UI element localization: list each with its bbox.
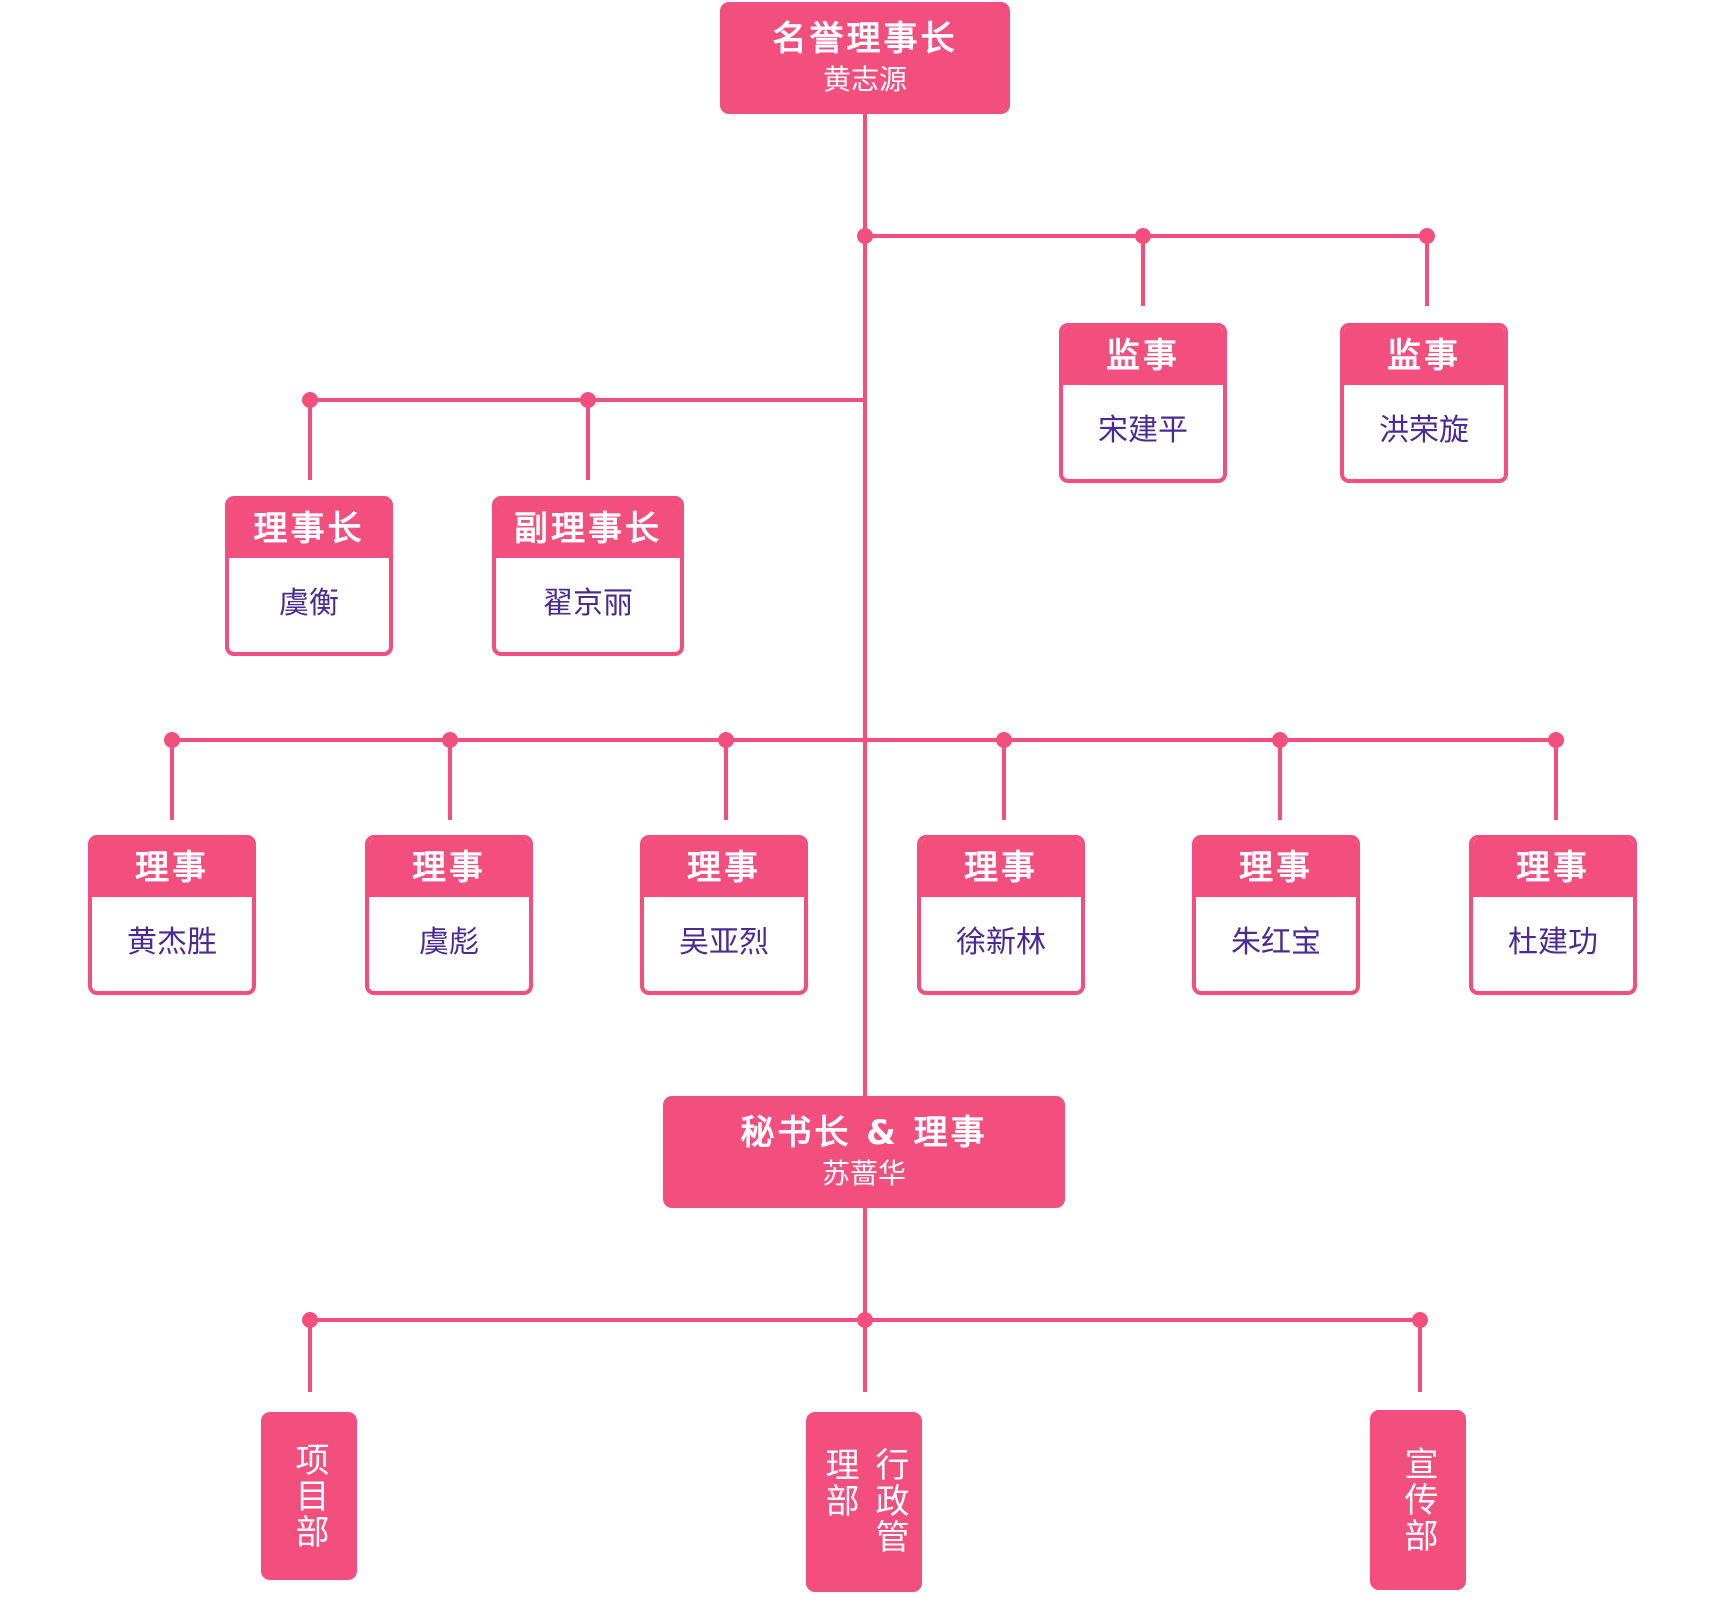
supervisor-name: 洪荣旋	[1379, 413, 1469, 448]
director-name: 虞彪	[419, 925, 479, 960]
vice-chairman-name: 翟京丽	[543, 586, 633, 621]
vice-chairman-title: 副理事长	[496, 500, 680, 558]
chairman-title: 理事长	[229, 500, 389, 558]
director-card-1: 理事 黄杰胜	[88, 835, 256, 995]
director-name: 吴亚烈	[679, 925, 769, 960]
director-name: 朱红宝	[1231, 925, 1321, 960]
supervisor-title: 监事	[1344, 327, 1504, 385]
vice-chairman-card: 副理事长 翟京丽	[492, 496, 684, 656]
chairman-card: 理事长 虞衡	[225, 496, 393, 656]
junction-dot	[580, 392, 596, 408]
junction-dot	[1135, 228, 1151, 244]
director-card-3: 理事 吴亚烈	[640, 835, 808, 995]
director-card-6: 理事 杜建功	[1469, 835, 1637, 995]
department-project: 项目部	[261, 1412, 357, 1580]
director-name: 黄杰胜	[127, 925, 217, 960]
junction-dot	[302, 392, 318, 408]
department-label: 行政管理部	[819, 1447, 909, 1555]
department-admin: 行政管理部	[806, 1412, 922, 1592]
department-publicity: 宣传部	[1370, 1410, 1466, 1590]
director-card-5: 理事 朱红宝	[1192, 835, 1360, 995]
department-label: 项目部	[289, 1442, 329, 1550]
secretary-title: 秘书长 & 理事	[740, 1113, 988, 1153]
junction-dot	[442, 732, 458, 748]
junction-dot	[996, 732, 1012, 748]
junction-dot	[718, 732, 734, 748]
junction-dot	[164, 732, 180, 748]
director-name: 徐新林	[956, 925, 1046, 960]
supervisor-name: 宋建平	[1098, 413, 1188, 448]
director-title: 理事	[1473, 839, 1633, 897]
supervisor-card-1: 监事 宋建平	[1059, 323, 1227, 483]
honorary-chairman-box: 名誉理事长 黄志源	[720, 2, 1010, 114]
department-label: 宣传部	[1398, 1446, 1438, 1554]
supervisor-card-2: 监事 洪荣旋	[1340, 323, 1508, 483]
junction-dot	[1272, 732, 1288, 748]
director-title: 理事	[921, 839, 1081, 897]
junction-dot	[857, 1312, 873, 1328]
director-title: 理事	[644, 839, 804, 897]
junction-dot	[302, 1312, 318, 1328]
director-title: 理事	[369, 839, 529, 897]
junction-dot	[1412, 1312, 1428, 1328]
honorary-title: 名誉理事长	[772, 19, 958, 59]
secretary-name: 苏蔷华	[821, 1157, 906, 1190]
secretary-general-box: 秘书长 & 理事 苏蔷华	[663, 1096, 1065, 1208]
director-name: 杜建功	[1508, 925, 1598, 960]
chairman-name: 虞衡	[279, 586, 339, 621]
director-title: 理事	[1196, 839, 1356, 897]
director-card-4: 理事 徐新林	[917, 835, 1085, 995]
director-title: 理事	[92, 839, 252, 897]
junction-dot	[1548, 732, 1564, 748]
supervisor-title: 监事	[1063, 327, 1223, 385]
honorary-name: 黄志源	[822, 63, 907, 96]
junction-dot	[1419, 228, 1435, 244]
junction-dot	[857, 228, 873, 244]
director-card-2: 理事 虞彪	[365, 835, 533, 995]
